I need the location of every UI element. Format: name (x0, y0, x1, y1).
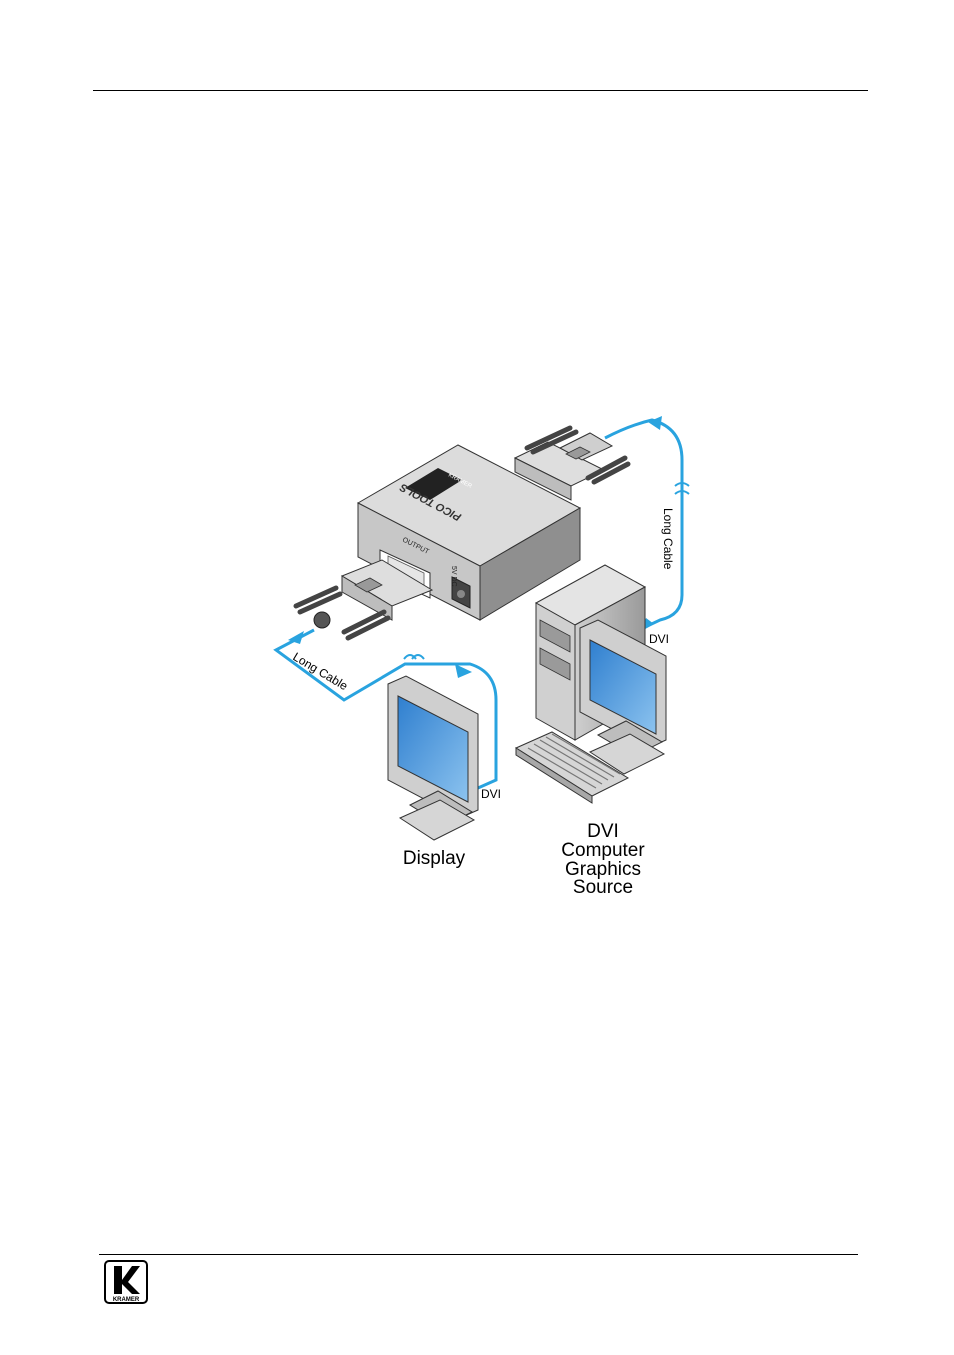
cable-right (604, 418, 684, 630)
caption-source-line1: DVI (587, 821, 619, 842)
caption-source-line4: Source (573, 877, 633, 898)
caption-display: Display (403, 848, 466, 869)
arrow-left-display (455, 664, 472, 678)
arrow-right-up (648, 416, 662, 430)
cable-break-right (674, 482, 690, 495)
keyboard (514, 731, 630, 804)
dvi-connector-output (293, 559, 434, 641)
source-monitor (579, 619, 667, 775)
caption-source-line2: Computer (561, 840, 645, 861)
dvi-label-display: DVI (481, 787, 501, 801)
cable-label-left: Long Cable (290, 650, 350, 694)
display-monitor (387, 675, 479, 841)
arrow-left (288, 631, 304, 644)
caption-source-line3: Graphics (565, 859, 641, 880)
cable-label-right: Long Cable (661, 508, 675, 570)
dvi-label-source: DVI (649, 632, 669, 646)
cable-left (273, 628, 498, 790)
footer-logo-text: KRAMER (113, 1297, 140, 1303)
power-label: 5V DC (450, 566, 457, 587)
footer-rule (99, 1254, 858, 1255)
kramer-logo-icon: KRAMER (104, 1260, 148, 1304)
header-rule (93, 90, 868, 91)
cable-break-left (403, 654, 425, 660)
dvi-connector-input (513, 425, 631, 501)
